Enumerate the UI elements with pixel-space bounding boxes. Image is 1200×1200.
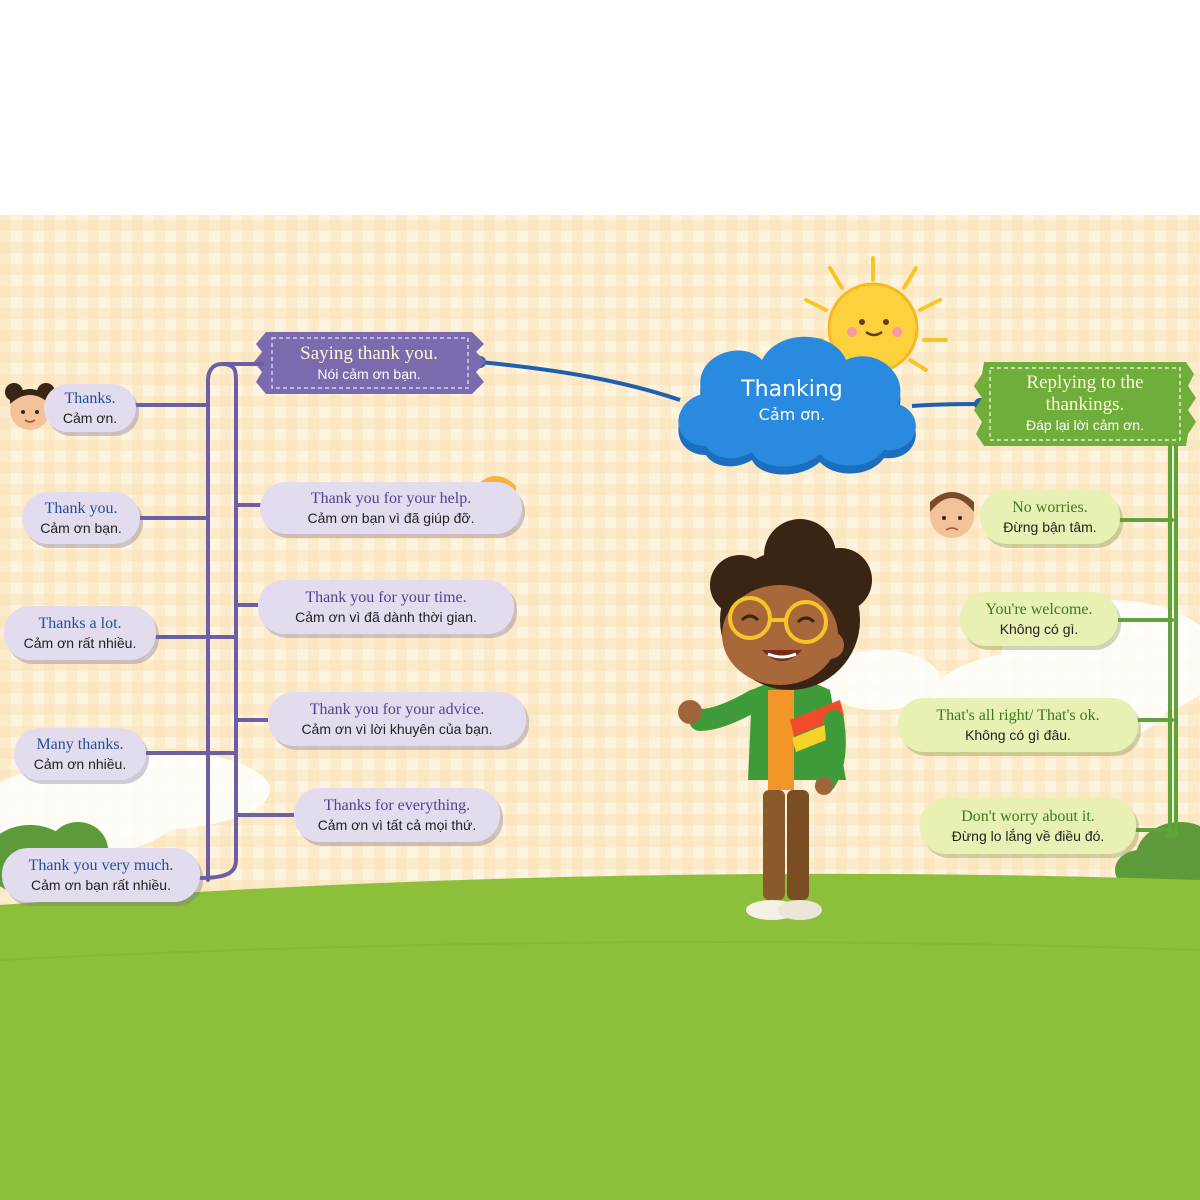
phrase-en: Thanks. [64,389,116,407]
left-branch-banner: Saying thank you. Nói cảm ơn bạn. [266,336,472,390]
phrase-vi: Cảm ơn vì đã dành thời gian. [295,608,477,625]
right-branch-title-line2: thankings. [1045,393,1125,415]
center-left-connector [479,360,681,402]
reply-thats-all-right: That's all right/ That's ok. Không có gì… [898,698,1138,752]
center-cloud [678,336,916,475]
phrase-vi: Cảm ơn bạn vì đã giúp đỡ. [307,509,475,526]
center-right-connector [911,402,979,408]
left-branch-subtitle: Nói cảm ơn bạn. [317,365,421,382]
phrase-thanks: Thanks. Cảm ơn. [44,384,136,432]
phrase-thank-you-for-your-help: Thank you for your help. Cảm ơn bạn vì đ… [260,482,522,534]
right-branch-title-line1: Replying to the [1026,371,1144,393]
boy-face-icon [930,492,974,538]
phrase-en: Many thanks. [36,735,124,753]
center-node: Thanking Cảm ơn. [700,376,884,426]
reply-vi: Đừng lo lắng về điều đó. [951,827,1105,844]
phrase-en: Thank you for your advice. [309,700,485,718]
phrase-vi: Cảm ơn vì lời khuyên của bạn. [301,720,493,737]
reply-vi: Đừng bận tâm. [1003,518,1097,535]
phrase-vi: Cảm ơn vì tất cả mọi thứ. [317,816,477,833]
reply-en: That's all right/ That's ok. [936,706,1100,724]
reply-en: No worries. [1012,498,1088,516]
reply-en: You're welcome. [985,600,1093,618]
phrase-thank-you-for-your-time: Thank you for your time. Cảm ơn vì đã dà… [258,580,514,634]
reply-en: Don't worry about it. [961,807,1095,825]
phrase-en: Thanks a lot. [38,614,122,632]
phrase-en: Thank you. [44,499,118,517]
right-banner-shape [974,362,1196,446]
reply-vi: Không có gì đâu. [965,726,1071,743]
phrase-en: Thank you for your time. [305,588,467,606]
phrase-vi: Cảm ơn. [62,409,118,426]
phrase-vi: Cảm ơn bạn. [40,519,122,536]
phrase-thank-you: Thank you. Cảm ơn bạn. [22,492,140,544]
phrase-thank-you-very-much: Thank you very much. Cảm ơn bạn rất nhiề… [2,848,200,902]
right-branch-subtitle: Đáp lại lời cảm ơn. [1026,416,1144,433]
phrase-thank-you-for-your-advice: Thank you for your advice. Cảm ơn vì lời… [268,692,526,746]
left-branch-title: Saying thank you. [300,342,438,364]
sun-icon [798,256,948,374]
reply-dont-worry: Don't worry about it. Đừng lo lắng về đi… [920,798,1136,854]
main-character-boy [678,519,872,920]
phrase-vi: Cảm ơn nhiều. [33,755,127,772]
right-branch-banner: Replying to the thankings. Đáp lại lời c… [984,364,1186,442]
phrase-vi: Cảm ơn bạn rất nhiều. [31,876,171,893]
phrase-thanks-for-everything: Thanks for everything. Cảm ơn vì tất cả … [294,788,500,842]
phrase-many-thanks: Many thanks. Cảm ơn nhiều. [14,728,146,780]
center-title: Thanking [741,377,843,402]
reply-youre-welcome: You're welcome. Không có gì. [960,592,1118,646]
reply-vi: Không có gì. [999,620,1079,637]
left-banner-shape [254,332,486,394]
reply-no-worries: No worries. Đừng bận tâm. [980,490,1120,544]
center-subtitle: Cảm ơn. [758,405,826,424]
grass-hill [0,873,1200,1200]
phrase-thanks-a-lot: Thanks a lot. Cảm ơn rất nhiều. [4,606,156,660]
phrase-en: Thanks for everything. [323,796,471,814]
phrase-vi: Cảm ơn rất nhiều. [23,634,137,651]
phrase-en: Thank you very much. [28,856,174,874]
phrase-en: Thank you for your help. [310,489,472,507]
right-branch-lines [1116,444,1178,838]
left-branch-lines [130,362,296,882]
